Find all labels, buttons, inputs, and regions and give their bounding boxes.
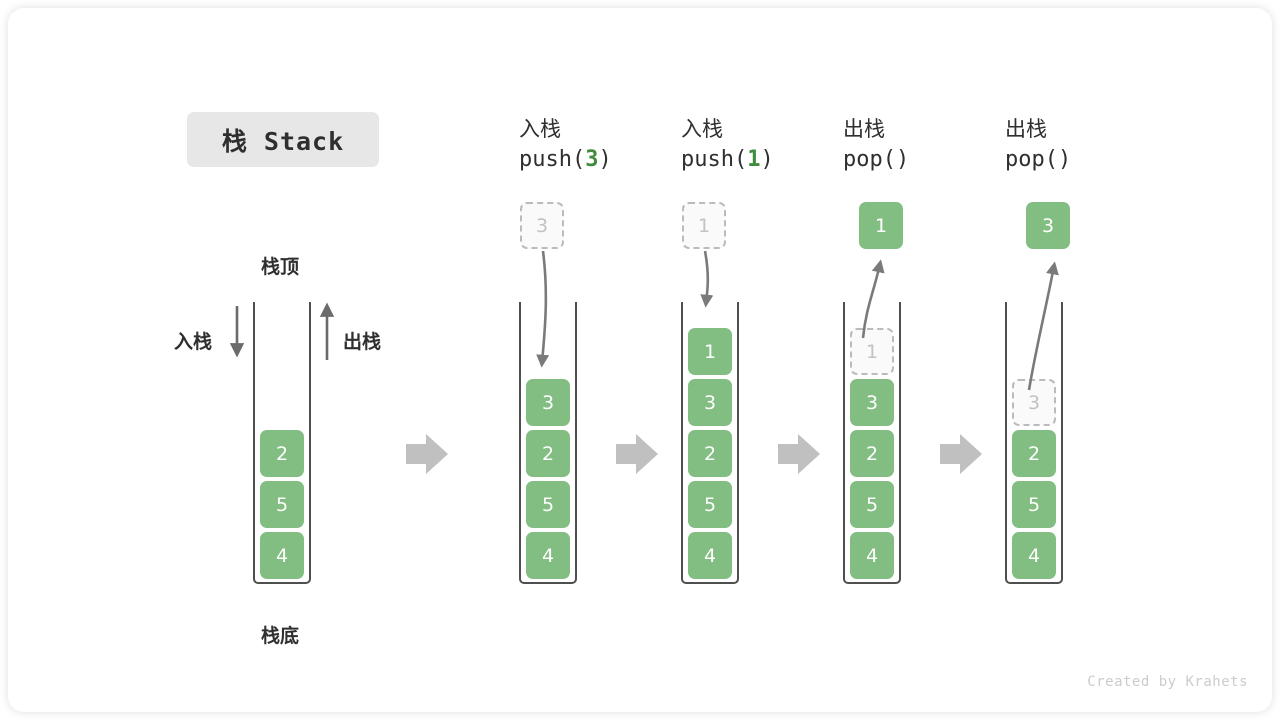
pop-direction-label: 出栈	[343, 331, 382, 353]
diagram-title-badge: 栈 Stack	[187, 112, 379, 167]
stack-cell: 2	[688, 430, 732, 477]
stack-cell: 3	[526, 379, 570, 426]
stack-cell-ghost: 3	[1012, 379, 1056, 426]
operation-code: push(1)	[681, 144, 861, 176]
push-arrow-1	[700, 250, 714, 308]
stack-cell: 4	[260, 532, 304, 579]
push-value-box-3: 3	[520, 202, 564, 249]
stack-bottom-label: 栈底	[261, 625, 300, 647]
operation-code: pop()	[1005, 144, 1185, 176]
stack-cell: 5	[1012, 481, 1056, 528]
push-value-box-1: 1	[682, 202, 726, 249]
stack-cell: 5	[526, 481, 570, 528]
code-suffix: )	[895, 147, 910, 172]
stack-cell: 3	[850, 379, 894, 426]
code-argument: 1	[747, 147, 761, 172]
operation-name-cn: 入栈	[519, 117, 561, 141]
code-suffix: )	[598, 147, 612, 172]
transition-arrow-2	[616, 434, 658, 474]
stack-cell: 2	[260, 430, 304, 477]
code-suffix: )	[1057, 147, 1072, 172]
stack-cell: 5	[260, 481, 304, 528]
code-prefix: pop(	[843, 147, 896, 172]
push-direction-label: 入栈	[174, 331, 213, 353]
pop-value-box-3: 3	[1026, 202, 1070, 249]
operation-code: pop()	[843, 144, 1023, 176]
transition-arrow-4	[940, 434, 982, 474]
stack-cell: 2	[850, 430, 894, 477]
credit-text: Created by Krahets	[1087, 674, 1248, 690]
stack-cell: 4	[1012, 532, 1056, 579]
operation-header-push-3: 入栈 push(3)	[519, 114, 699, 176]
operation-code: push(3)	[519, 144, 699, 176]
stack-cell: 5	[688, 481, 732, 528]
operation-name-cn: 出栈	[843, 117, 885, 141]
operation-header-push-1: 入栈 push(1)	[681, 114, 861, 176]
diagram-stage: 栈 Stack 栈顶 栈底 入栈 出栈 入栈 push(3) 入栈 push(1…	[8, 8, 1272, 712]
diagram-card: 栈 Stack 栈顶 栈底 入栈 出栈 入栈 push(3) 入栈 push(1…	[8, 8, 1272, 712]
stack-cell: 5	[850, 481, 894, 528]
code-prefix: pop(	[1005, 147, 1058, 172]
operation-name-cn: 入栈	[681, 117, 723, 141]
stack-cell-ghost: 1	[850, 328, 894, 375]
operation-name-cn: 出栈	[1005, 117, 1047, 141]
stack-cell: 2	[1012, 430, 1056, 477]
transition-arrow-3	[778, 434, 820, 474]
code-suffix: )	[760, 147, 774, 172]
stack-cell: 4	[850, 532, 894, 579]
code-argument: 3	[585, 147, 599, 172]
stack-cell: 3	[688, 379, 732, 426]
transition-arrow-1	[406, 434, 448, 474]
pop-value-box-1: 1	[859, 202, 903, 249]
code-prefix: push(	[681, 147, 748, 172]
operation-header-pop-3: 出栈 pop()	[1005, 114, 1185, 176]
stack-cell: 4	[526, 532, 570, 579]
code-prefix: push(	[519, 147, 586, 172]
stack-top-label: 栈顶	[261, 256, 300, 278]
operation-header-pop-1: 出栈 pop()	[843, 114, 1023, 176]
stack-cell: 2	[526, 430, 570, 477]
stack-cell: 1	[688, 328, 732, 375]
stack-cell: 4	[688, 532, 732, 579]
